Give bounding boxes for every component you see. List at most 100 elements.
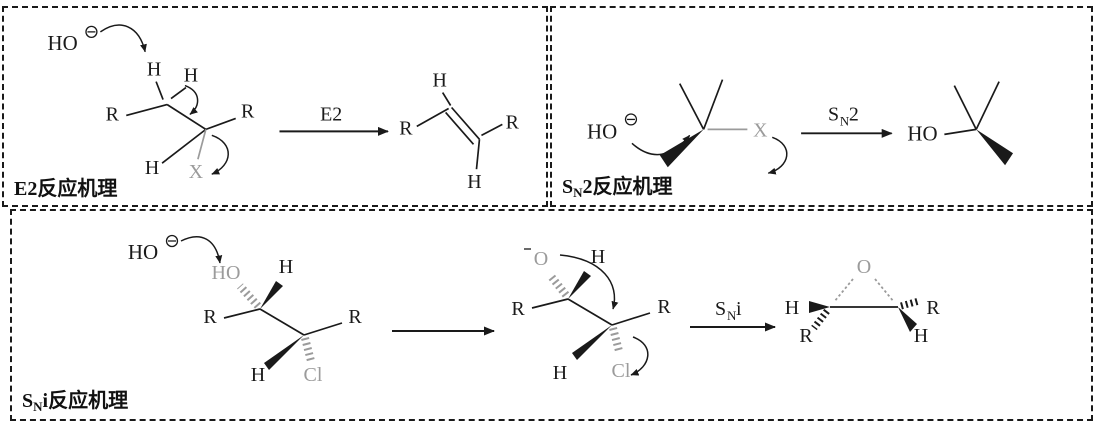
curved-arrow-cl-leaves	[630, 336, 649, 376]
hash-bond-o	[546, 272, 570, 298]
alkoxide-o-label: O	[534, 248, 548, 270]
bond	[303, 322, 343, 336]
title-suffix: 2反应机理	[582, 176, 673, 198]
forming-bond-o	[833, 278, 854, 303]
bond	[161, 128, 207, 164]
hydroxide-label: HO	[587, 119, 617, 143]
bond-to-leaving-group	[197, 129, 207, 160]
title-subscript: N	[33, 399, 43, 414]
reaction-arrow-label: E2	[320, 103, 342, 125]
sni-epoxide-product: O H R R H	[785, 256, 941, 347]
hash-bond-cl	[609, 326, 623, 353]
wedge-bond-h	[572, 325, 612, 360]
bond	[441, 92, 452, 106]
bond	[944, 128, 977, 136]
epoxide-o-label: O	[857, 256, 871, 278]
bond	[567, 298, 613, 326]
wedge-bond-methyl	[659, 129, 704, 168]
bond	[531, 298, 569, 309]
bond	[166, 103, 207, 131]
bond	[205, 117, 236, 131]
bond	[170, 86, 187, 100]
bond-methyl	[975, 81, 1000, 130]
hydroxyl-label: HO	[907, 121, 937, 145]
atom-h: H	[553, 362, 567, 384]
atom-h: H	[184, 65, 198, 87]
atom-h: H	[147, 59, 161, 81]
hash-bond-r	[900, 297, 920, 310]
reaction-arrow-label-s: S	[715, 298, 726, 320]
reaction-arrow-label-sub: N	[840, 113, 850, 128]
atom-r: R	[657, 296, 671, 318]
e2-scheme: HO H H R R H X	[48, 24, 520, 193]
atom-h: H	[432, 70, 446, 92]
bond	[481, 123, 503, 137]
atom-r: R	[348, 306, 362, 328]
atom-x-leaving-group: X	[189, 161, 203, 183]
negative-charge-icon	[165, 234, 179, 248]
sni-reaction-arrow: S N i	[690, 298, 776, 332]
forming-bond-o	[874, 278, 895, 303]
atom-h: H	[785, 297, 799, 319]
wedge-bond-h	[809, 301, 830, 313]
sni-alkoxide-intermediate: O H R R H Cl	[511, 246, 671, 384]
title-mechanism-code: S	[562, 176, 574, 198]
negative-charge-icon	[624, 113, 638, 126]
curved-arrow-deprotonation	[180, 236, 223, 264]
wedge-bond-h	[898, 307, 917, 332]
hydroxide-label: HO	[128, 240, 158, 264]
atom-cl-leaving-group: Cl	[612, 360, 631, 382]
curved-arrow-x-leaves	[211, 134, 229, 175]
sn2-alcohol-product: HO	[907, 81, 1014, 166]
bond	[416, 107, 450, 128]
e2-substrate: H H R R H X	[106, 59, 255, 183]
wedge-bond-methyl	[976, 129, 1014, 166]
sni-hydroxide: HO	[128, 234, 223, 264]
panel-sni: HO HO H R R H Cl	[10, 209, 1093, 421]
atom-r: R	[399, 117, 413, 139]
atom-h: H	[279, 256, 293, 278]
curved-arrow-h-shift	[184, 84, 199, 116]
bond	[259, 308, 305, 336]
title-subscript: N	[573, 185, 583, 200]
atom-h: H	[914, 325, 928, 347]
e2-hydroxide: HO	[48, 24, 147, 55]
reaction-arrow-label-sub: N	[727, 308, 737, 323]
atom-r: R	[106, 103, 120, 125]
sn2-scheme: HO X S N 2	[587, 79, 1014, 175]
bond-methyl	[953, 85, 977, 130]
panel-sn2: HO X S N 2	[550, 6, 1093, 207]
reaction-arrow-label-rest: i	[736, 298, 742, 320]
title-mechanism-code: S	[22, 390, 34, 412]
atom-h: H	[591, 246, 605, 268]
atom-r: R	[203, 306, 217, 328]
bond	[475, 139, 481, 170]
panel-e2: HO H H R R H X	[2, 6, 548, 207]
bond-methyl	[702, 79, 724, 130]
hash-bond-oh	[237, 283, 261, 309]
atom-h: H	[467, 171, 481, 193]
panel-title-sn2: SN2反应机理	[562, 170, 673, 201]
reaction-arrow-label-rest: 2	[849, 103, 859, 125]
atom-r: R	[926, 297, 940, 319]
curved-arrow-x-leaves	[767, 136, 788, 175]
wedge-bond-h	[260, 281, 283, 309]
sn2-substrate: X	[659, 79, 788, 175]
title-mechanism-code: E2	[14, 178, 38, 200]
sni-reactant: HO H R R H Cl	[203, 256, 362, 386]
bond	[223, 308, 261, 319]
curved-arrow-o-attack	[559, 254, 619, 310]
double-bond	[450, 106, 481, 140]
hash-bond-r	[811, 308, 830, 331]
sni-scheme: HO HO H R R H Cl	[128, 234, 941, 386]
bond	[155, 81, 164, 100]
curved-arrow-attack	[99, 24, 147, 53]
hydroxide-label: HO	[48, 31, 78, 55]
hydroxyl-label: HO	[212, 262, 241, 284]
atom-r: R	[241, 100, 255, 122]
title-suffix: i反应机理	[42, 390, 129, 412]
sn2-reaction-arrow: S N 2	[801, 103, 893, 138]
e2-reaction-arrow: E2	[279, 103, 389, 136]
bond	[611, 312, 651, 326]
